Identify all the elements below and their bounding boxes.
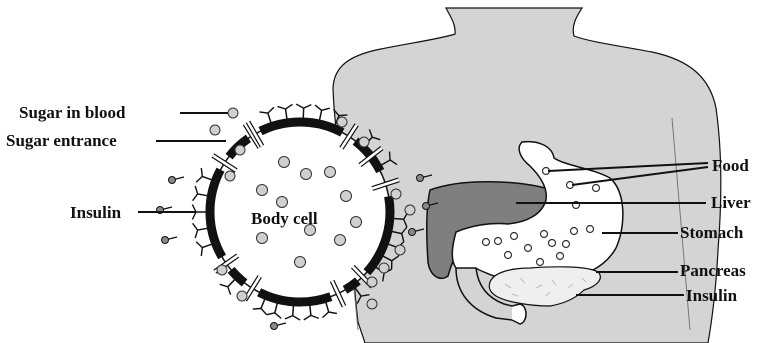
insulin-molecule	[409, 229, 416, 236]
insulin-receptor-head	[315, 105, 330, 110]
label-pancreas: Pancreas	[680, 262, 746, 280]
sugar-molecule-blood	[367, 277, 377, 287]
insulin-receptor	[394, 219, 404, 220]
sugar-molecule-blood	[391, 189, 401, 199]
insulin-receptor-head	[285, 316, 300, 320]
insulin-molecule	[169, 177, 176, 184]
sugar-molecule-blood	[210, 125, 220, 135]
food-particle	[525, 245, 532, 252]
food-particle	[593, 185, 600, 192]
food-particle	[549, 240, 556, 247]
sugar-molecule-blood	[228, 108, 238, 118]
food-particle	[505, 252, 512, 259]
insulin-receptor-head	[253, 308, 267, 314]
sugar-molecule-blood	[225, 171, 235, 181]
food-particle	[511, 233, 518, 240]
insulin-receptor	[198, 228, 208, 230]
sugar-molecule-inside	[325, 167, 336, 178]
insulin-receptor-head	[304, 315, 319, 320]
label-body-cell: Body cell	[251, 210, 318, 228]
insulin-receptor	[286, 109, 287, 119]
insulin-receptor	[275, 303, 277, 313]
sugar-molecule-inside	[257, 185, 268, 196]
sugar-molecule-inside	[257, 233, 268, 244]
sugar-molecule-inside	[295, 257, 306, 268]
insulin-receptor	[310, 305, 311, 315]
sugar-molecule-blood	[217, 265, 227, 275]
insulin-receptor	[320, 110, 322, 120]
food-particle	[495, 238, 502, 245]
sugar-molecule-blood	[405, 205, 415, 215]
sugar-molecule-inside	[279, 157, 290, 168]
insulin-receptor-head	[323, 312, 337, 318]
sugar-molecule-inside	[277, 197, 288, 208]
food-particle	[557, 253, 564, 260]
sugar-molecule-blood	[379, 263, 389, 273]
insulin-receptor	[198, 194, 208, 196]
food-particle	[587, 226, 594, 233]
insulin-receptor-head	[260, 107, 274, 113]
insulin-receptor	[293, 306, 294, 316]
food-particle	[541, 231, 548, 238]
insulin-receptor	[261, 299, 265, 308]
insulin-molecule	[162, 237, 169, 244]
insulin-molecule	[271, 323, 278, 330]
label-insulin-left: Insulin	[70, 204, 121, 222]
intestine-end	[512, 304, 526, 324]
insulin-receptor-head	[278, 104, 293, 109]
insulin-receptor-head	[267, 313, 282, 319]
label-insulin-right: Insulin	[686, 287, 737, 305]
insulin-receptor	[202, 176, 211, 179]
sugar-molecule-blood	[395, 245, 405, 255]
insulin-molecule	[417, 175, 424, 182]
food-particle	[537, 259, 544, 266]
food-particle	[483, 239, 490, 246]
insulin-receptor	[326, 302, 329, 312]
label-food: Food	[712, 157, 749, 175]
food-particle	[571, 228, 578, 235]
insulin-receptor-head	[196, 242, 202, 256]
insulin-receptor-head	[193, 186, 198, 201]
sugar-molecule-blood	[359, 137, 369, 147]
insulin-receptor-head	[296, 104, 311, 108]
insulin-molecule	[423, 203, 430, 210]
label-sugar-in-blood: Sugar in blood	[19, 104, 125, 122]
label-liver: Liver	[711, 194, 751, 212]
insulin-receptor-head	[196, 168, 202, 182]
insulin-receptor	[268, 113, 271, 123]
label-sugar-entrance: Sugar entrance	[6, 132, 117, 150]
sugar-molecule-blood	[337, 117, 347, 127]
sugar-molecule-blood	[237, 291, 247, 301]
sugar-molecule-inside	[351, 217, 362, 228]
insulin-receptor	[228, 280, 235, 287]
sugar-molecule-blood	[235, 145, 245, 155]
insulin-receptor	[202, 244, 211, 247]
sugar-molecule-inside	[341, 191, 352, 202]
label-stomach: Stomach	[680, 224, 743, 242]
food-particle	[563, 241, 570, 248]
sugar-molecule-blood	[367, 299, 377, 309]
insulin-receptor-head	[193, 223, 198, 238]
sugar-molecule-inside	[335, 235, 346, 246]
sugar-molecule-inside	[301, 169, 312, 180]
